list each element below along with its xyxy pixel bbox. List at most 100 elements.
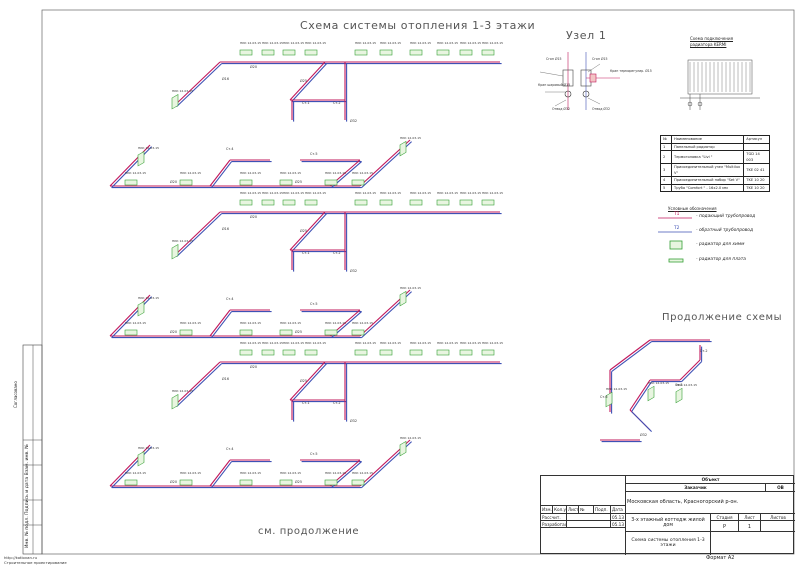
radiator [354, 199, 368, 206]
pipe-label: Ст.3 [675, 383, 683, 387]
pipe-label: Ø20 [170, 479, 177, 484]
return-pipe [631, 411, 652, 432]
radiator-label: ПКК 12-03-15 [380, 341, 401, 345]
radiator-label: ПКК 12-03-15 [280, 171, 301, 175]
sheet-frame [41, 9, 795, 555]
radiator [481, 199, 495, 206]
title-block: Объект Заказчик ОВ Московская область, К… [540, 475, 795, 555]
legend-code: T1 [674, 212, 680, 217]
radiator [481, 349, 495, 356]
pipe-label: Ø16 [222, 376, 229, 381]
pipe-label: Ø32 [350, 418, 357, 423]
legend-title: Условные обозначения [668, 206, 717, 211]
radiator-label: ПКК 12-03-15 [138, 446, 159, 450]
radiator-label: ПКК 12-03-15 [172, 89, 193, 93]
pipe-label: Ø25 [300, 78, 307, 83]
radiator [459, 199, 473, 206]
pipe-label: Ст.5 [310, 152, 318, 156]
radiator-label: ПКК 12-03-15 [240, 321, 261, 325]
radiator-label: ПКК 12-03-15 [355, 341, 376, 345]
supply-pipe [174, 361, 221, 406]
radiator-label: ПКК 12-03-15 [352, 321, 373, 325]
pipe-label: Ø25 [295, 329, 302, 334]
radiator-label: ПКК 12-03-15 [305, 341, 326, 345]
radiator [137, 451, 145, 467]
radiator-label: ПКК 12-03-15 [172, 389, 193, 393]
return-pipe [176, 363, 222, 407]
radiator [124, 179, 138, 186]
supply-pipe [609, 339, 651, 371]
radiator-label: ПКК 12-03-15 [138, 296, 159, 300]
stamp-role: Рассчит. [541, 514, 567, 521]
supply-pipe [209, 159, 231, 187]
radiator [324, 479, 338, 486]
radiator-label: ПКК 12-03-15 [355, 191, 376, 195]
legend-graphics [658, 217, 692, 263]
radiator [675, 387, 683, 404]
legend-item: - радиатор для химм [696, 242, 745, 247]
pipe-label: Ст.2 [333, 101, 341, 105]
radiator [605, 391, 613, 408]
radiator [399, 440, 407, 457]
supply-pipe [174, 61, 221, 106]
connection-title-2: радиатора KERMI [690, 42, 727, 47]
return-pipe [611, 341, 652, 373]
radiator [436, 49, 450, 56]
radiator-label: ПКК 12-03-15 [380, 41, 401, 45]
node-title: Узел 1 [566, 29, 607, 42]
return-pipe [111, 146, 152, 188]
radiator [124, 479, 138, 486]
radiator [647, 385, 655, 402]
supply-pipe [679, 359, 701, 381]
radiator [137, 151, 145, 167]
node-label: Отвод Ø32 [592, 107, 610, 111]
radiator [399, 140, 407, 157]
radiator [324, 329, 338, 336]
radiator-label: ПКК 12-03-15 [380, 191, 401, 195]
pipe-label: Ø25 [295, 179, 302, 184]
radiator [304, 349, 318, 356]
stamp-drawing: Схема системы отопления 1-3 этажи [626, 532, 711, 555]
return-pipe [111, 296, 152, 338]
site-name: Строительное проектирование [4, 560, 67, 565]
radiator [409, 349, 423, 356]
radiator-label: ПКК 12-03-15 [280, 471, 301, 475]
supply-pipe [209, 459, 231, 487]
pipe-label: Ø25 [295, 479, 302, 484]
radiator [261, 49, 275, 56]
radiator [179, 329, 193, 336]
pipe-label: Ст.1 [302, 401, 310, 405]
pipe-label: Ст.2 [700, 349, 708, 353]
node-label: Сгон Ø15 [592, 57, 608, 61]
pipe-label: Ø25 [300, 378, 307, 383]
supply-pipe [629, 379, 651, 411]
radiator [379, 49, 393, 56]
supply-pipe [289, 61, 326, 101]
radiator [282, 349, 296, 356]
radiator-label: ПКК 12-03-15 [172, 239, 193, 243]
radiator [124, 329, 138, 336]
radiator-label: ПКК 12-03-15 [283, 41, 304, 45]
radiator-label: ПКК 12-03-15 [482, 191, 503, 195]
node-1-detail [539, 52, 620, 110]
radiator-label: ПКК 12-03-15 [240, 41, 261, 45]
radiator [239, 179, 253, 186]
radiator [379, 349, 393, 356]
radiator [239, 329, 253, 336]
radiator-label: ПКК 12-03-15 [262, 191, 283, 195]
return-pipe [681, 361, 702, 382]
radiator-label: ПКК 12-03-15 [283, 341, 304, 345]
pipe-label: Ст.2 [333, 251, 341, 255]
stamp-code: ОВ [766, 484, 795, 492]
return-pipe [211, 161, 233, 188]
side-approved: Согласовано [13, 381, 18, 408]
radiator-label: ПКК 12-03-15 [460, 191, 481, 195]
radiator [171, 394, 179, 410]
node-label: Кран терморегулир. Ø15 [610, 69, 652, 73]
connection-title-1: Схема подключения [690, 36, 733, 41]
